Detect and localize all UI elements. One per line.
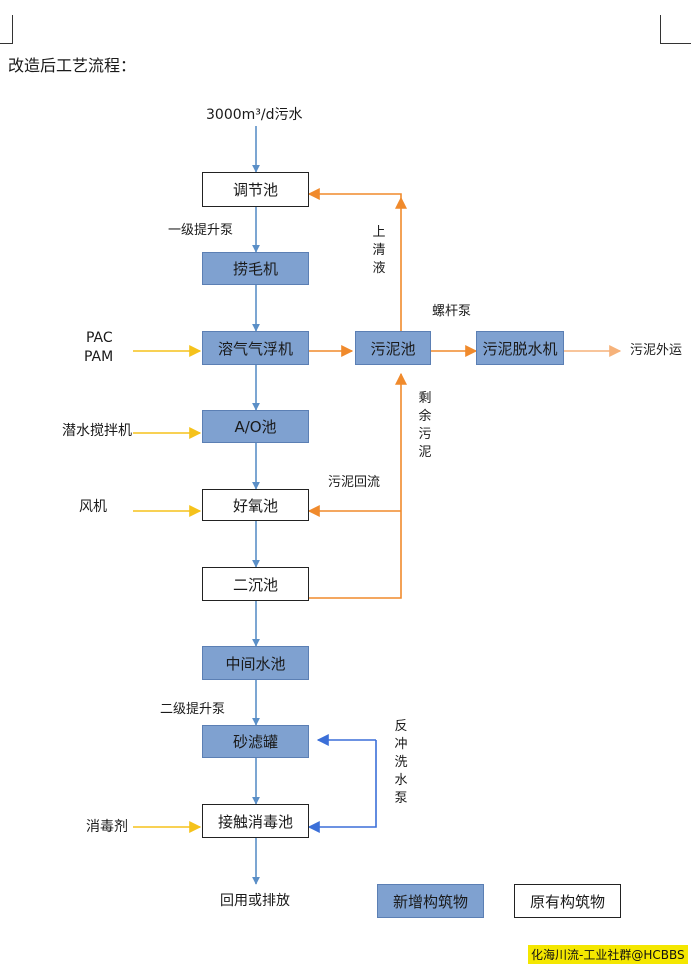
label-supernatant: 上清液 xyxy=(372,225,386,276)
unit-aerobic-tank: 好氧池 xyxy=(202,489,309,521)
label-effluent: 回用或排放 xyxy=(220,893,290,909)
legend-new-structure: 新增构筑物 xyxy=(377,884,484,918)
label-pac: PAC xyxy=(86,330,113,346)
arrow-backwash-feed xyxy=(307,740,377,833)
unit-bar-screen: 捞毛机 xyxy=(202,252,309,285)
label-primary-pump: 一级提升泵 xyxy=(168,223,234,238)
label-influent: 3000m³/d污水 xyxy=(206,107,303,123)
label-blower: 风机 xyxy=(79,499,107,515)
label-excess-sludge: 剩余污泥 xyxy=(418,391,432,460)
label-screw-pump: 螺杆泵 xyxy=(432,304,472,319)
unit-sludge-tank: 污泥池 xyxy=(355,331,431,365)
label-disinfectant: 消毒剂 xyxy=(86,819,128,835)
label-backwash-pump: 反冲洗水泵 xyxy=(394,719,408,806)
label-pam: PAM xyxy=(84,349,114,365)
unit-ao-tank: A/O池 xyxy=(202,410,309,443)
page-corner-mark-left xyxy=(0,15,13,44)
label-secondary-pump: 二级提升泵 xyxy=(160,702,226,717)
label-sludge-out: 污泥外运 xyxy=(630,343,683,358)
unit-daf: 溶气气浮机 xyxy=(202,331,309,365)
unit-sludge-dewatering: 污泥脱水机 xyxy=(476,331,564,365)
arrow-clarifier-excess-sludge xyxy=(309,372,407,599)
label-submersible-mixer: 潜水搅拌机 xyxy=(62,423,132,439)
arrow-supernatant-return xyxy=(307,188,402,200)
unit-secondary-clarifier: 二沉池 xyxy=(202,567,309,601)
unit-contact-disinfection-tank: 接触消毒池 xyxy=(202,804,309,838)
unit-sand-filter: 砂滤罐 xyxy=(202,725,309,758)
legend-existing-structure: 原有构筑物 xyxy=(514,884,621,918)
page-heading: 改造后工艺流程： xyxy=(8,56,137,75)
label-sludge-return: 污泥回流 xyxy=(328,475,381,490)
unit-regulating-tank: 调节池 xyxy=(202,172,309,207)
watermark: 化海川流-工业社群@HCBBS xyxy=(528,945,688,964)
page-corner-mark-right xyxy=(660,15,691,44)
unit-intermediate-tank: 中间水池 xyxy=(202,646,309,680)
